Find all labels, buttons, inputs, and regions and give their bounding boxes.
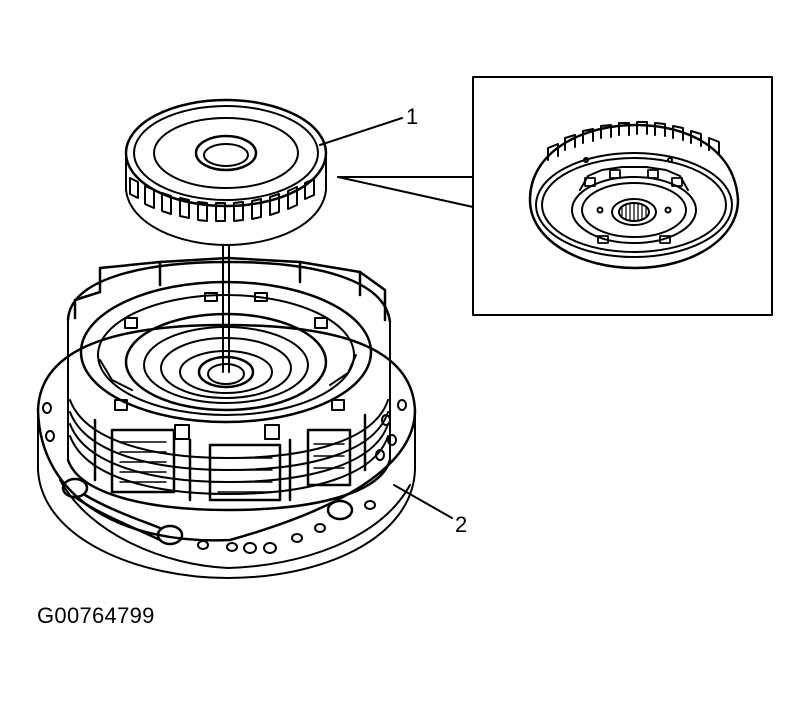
alignment-line	[222, 244, 230, 373]
inset-clutch-drum	[528, 121, 740, 270]
figure-id: G00764799	[37, 603, 155, 628]
inset-detail-view	[337, 76, 773, 316]
callout-2: 2	[455, 512, 468, 537]
callout-1: 1	[406, 104, 419, 129]
part-1-clutch-hub	[124, 98, 403, 246]
part-2-clutch-housing	[36, 256, 453, 579]
